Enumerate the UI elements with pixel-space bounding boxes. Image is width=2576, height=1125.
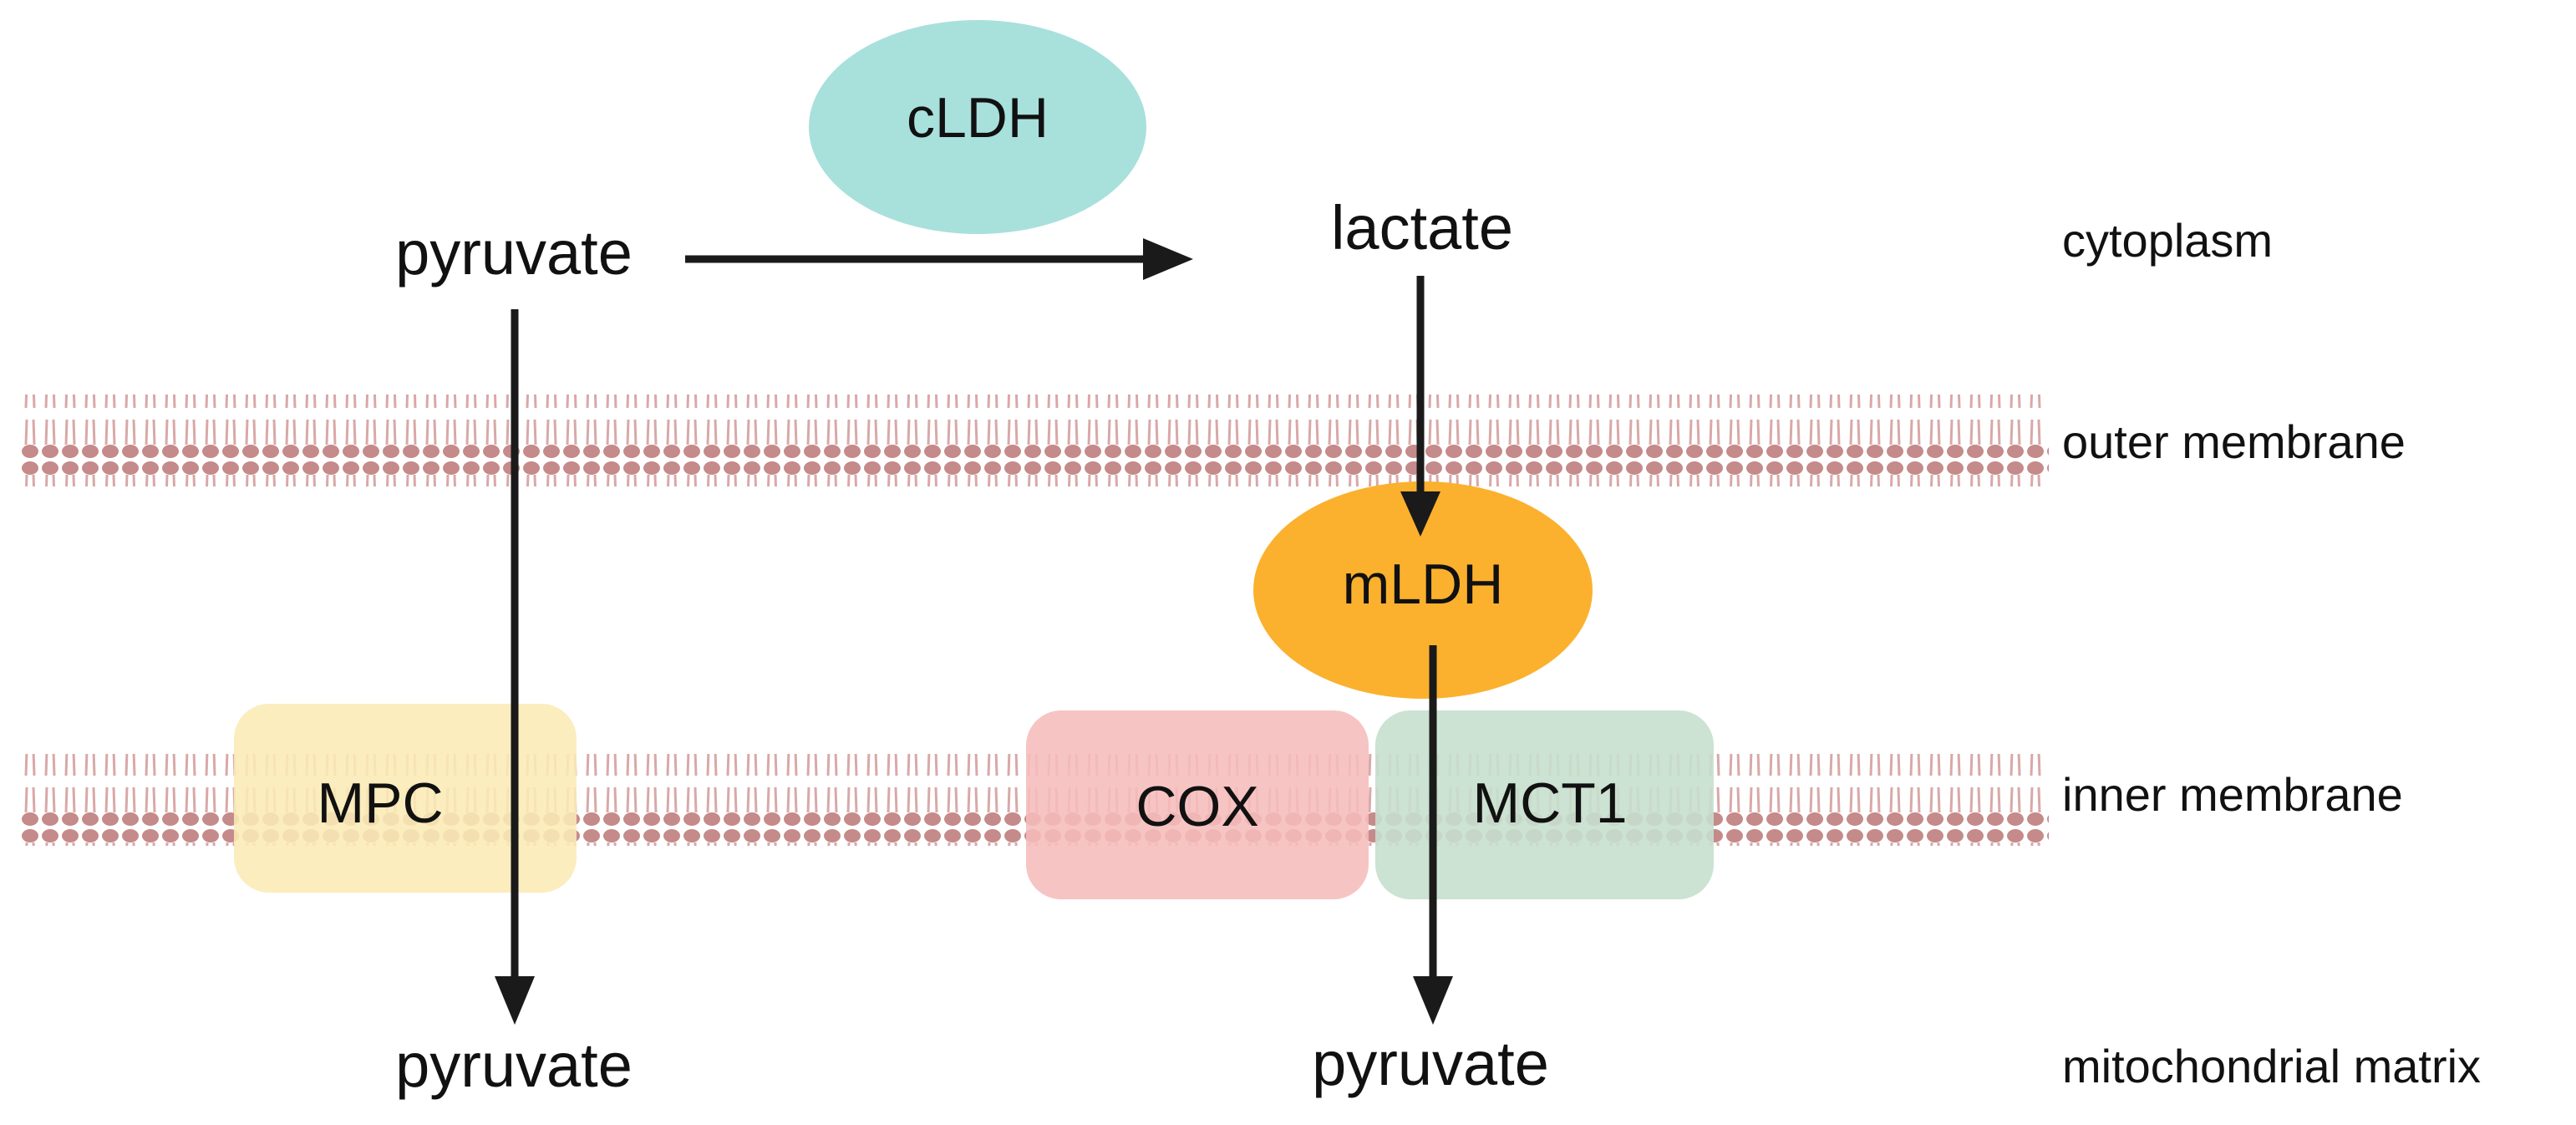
mitochondrial-matrix-label: mitochondrial matrix: [2062, 1040, 2481, 1092]
pyruvate-matrix-right-label: pyruvate: [1312, 1029, 1549, 1098]
mpc-label: MPC: [317, 771, 443, 835]
outer-membrane: [18, 395, 2049, 486]
lactate-label: lactate: [1331, 193, 1513, 262]
outer-membrane-label: outer membrane: [2062, 415, 2406, 468]
mct1-label: MCT1: [1472, 771, 1627, 835]
cytoplasm-label: cytoplasm: [2062, 214, 2273, 267]
cox-label: COX: [1136, 775, 1258, 838]
arrow-mldh-to-pyruvate: [1413, 645, 1453, 1025]
cldh-label: cLDH: [907, 86, 1049, 150]
arrow-lactate-to-mldh: [1400, 276, 1440, 537]
outer-membrane-bilayer: [18, 395, 2049, 486]
pyruvate-cytoplasm-label: pyruvate: [395, 218, 633, 288]
mct1-box: [1375, 710, 1714, 899]
cldh-ellipse: [809, 20, 1146, 234]
mldh-label: mLDH: [1343, 552, 1504, 616]
arrow-pyruvate-to-lactate: [685, 238, 1193, 280]
cox-box: [1026, 710, 1369, 899]
pyruvate-matrix-left-label: pyruvate: [395, 1031, 633, 1100]
mldh-ellipse: [1253, 481, 1593, 699]
arrow-pyruvate-into-matrix: [495, 309, 535, 1025]
inner-membrane-label: inner membrane: [2062, 768, 2403, 821]
mpc-box: [234, 704, 577, 893]
